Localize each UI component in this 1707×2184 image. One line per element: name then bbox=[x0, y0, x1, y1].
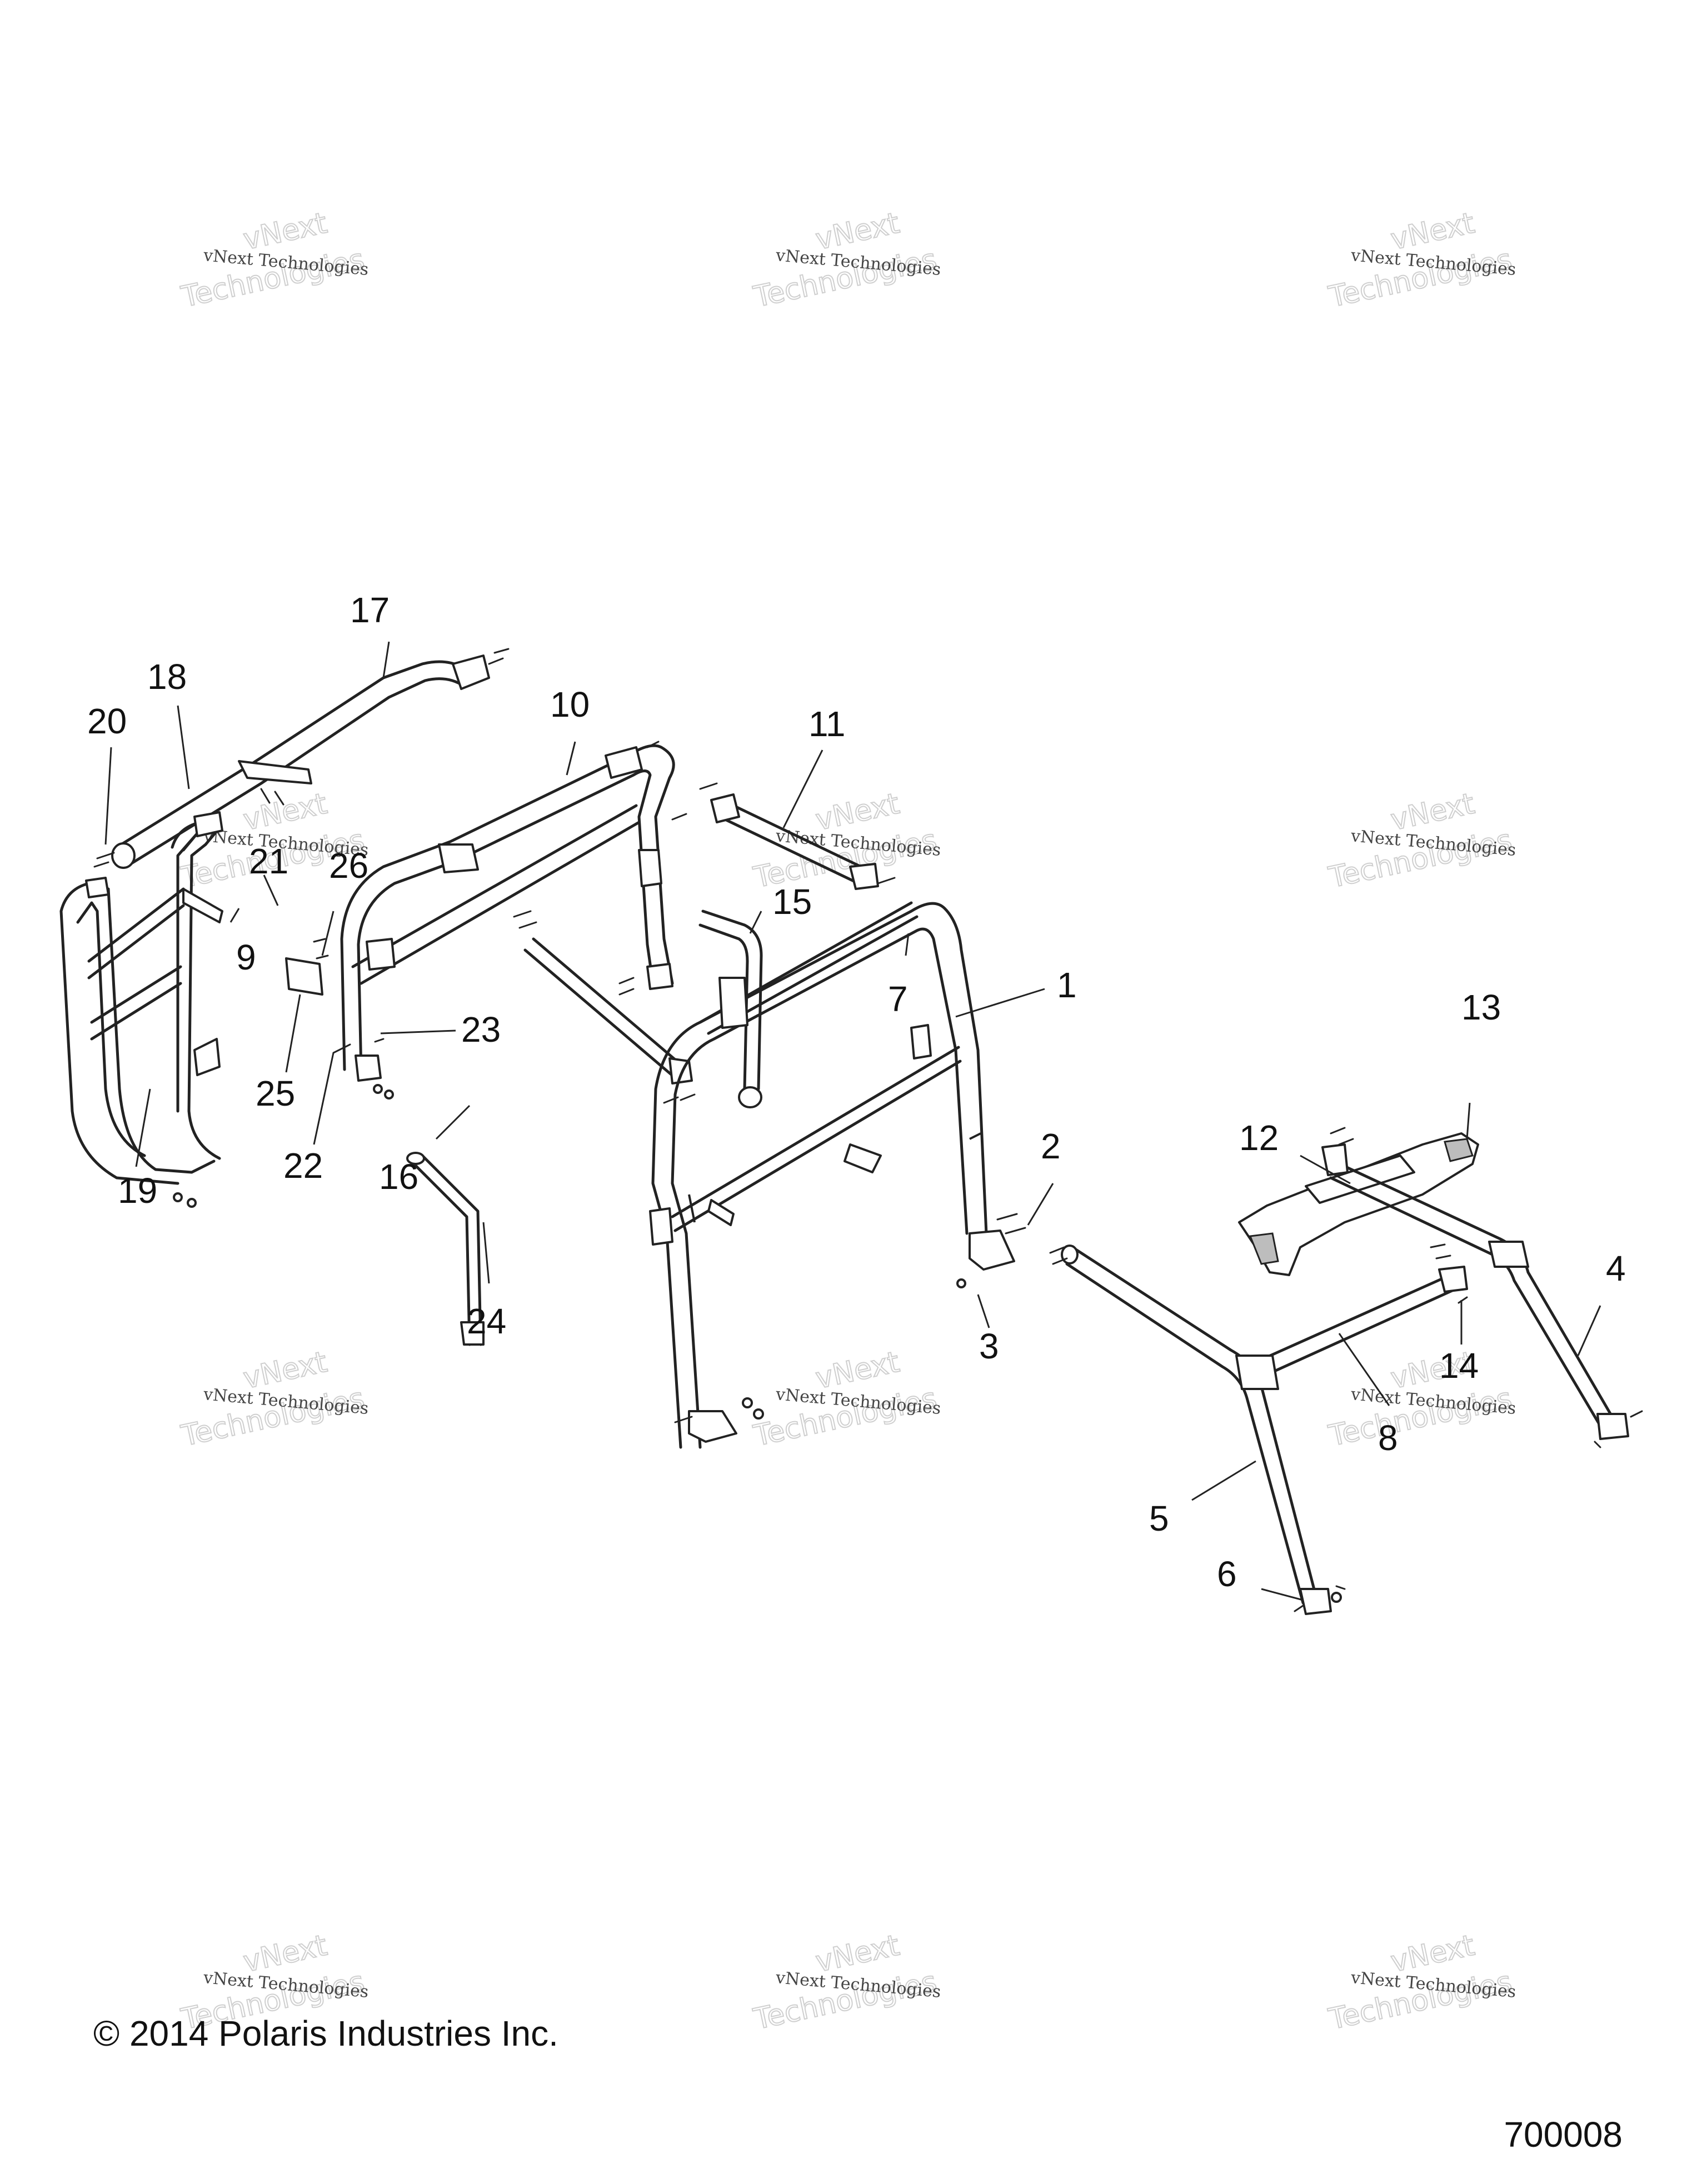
part-5-front-pillar bbox=[1049, 1245, 1346, 1615]
callout-10: 10 bbox=[550, 684, 590, 724]
callout-20: 20 bbox=[87, 701, 127, 741]
watermark-vnext: vNext bbox=[241, 1346, 330, 1396]
watermark-vnext: vNext bbox=[241, 207, 330, 257]
callout-16: 16 bbox=[379, 1157, 418, 1197]
callout-11: 11 bbox=[808, 704, 845, 744]
callout-26: 26 bbox=[329, 846, 368, 886]
callout-9: 9 bbox=[236, 937, 256, 977]
callout-21: 21 bbox=[249, 841, 288, 881]
callout-5: 5 bbox=[1149, 1498, 1169, 1538]
callout-22: 22 bbox=[283, 1146, 323, 1186]
callout-14: 14 bbox=[1439, 1346, 1479, 1386]
part-1-front-roll-cage bbox=[649, 901, 1026, 1449]
callout-labels: 1 2 3 4 5 6 7 8 9 10 11 12 13 14 15 16 1… bbox=[87, 590, 1626, 1594]
leader-lines bbox=[104, 641, 1601, 1601]
callout-4: 4 bbox=[1606, 1248, 1626, 1288]
watermark-vnext: vNext bbox=[813, 787, 902, 837]
callout-13: 13 bbox=[1461, 987, 1501, 1027]
part-17-upper-rear-bar bbox=[93, 648, 510, 869]
part-25-plate bbox=[285, 938, 385, 1054]
callout-2: 2 bbox=[1041, 1126, 1061, 1166]
watermark-vnext: vNext bbox=[813, 1929, 902, 1979]
part-10-rear-hoop bbox=[340, 741, 687, 1100]
callout-18: 18 bbox=[147, 657, 187, 697]
watermark-vnext: vNext bbox=[813, 207, 902, 257]
callout-7: 7 bbox=[888, 979, 908, 1019]
diagonal-brace bbox=[513, 910, 696, 1104]
callout-15: 15 bbox=[772, 882, 812, 922]
callout-25: 25 bbox=[256, 1073, 295, 1113]
callout-3: 3 bbox=[979, 1326, 999, 1366]
watermark-vnext: vNext bbox=[1388, 207, 1478, 257]
watermark-vnext: vNext bbox=[813, 1346, 902, 1396]
callout-6: 6 bbox=[1217, 1554, 1237, 1594]
watermark-vnext: vNext bbox=[1388, 1929, 1478, 1979]
watermark-vnext: vNext bbox=[241, 787, 330, 837]
part-15-side-hoop bbox=[698, 909, 763, 1108]
watermark-vnext: vNext bbox=[241, 1929, 330, 1979]
callout-19: 19 bbox=[118, 1171, 157, 1211]
callout-12: 12 bbox=[1239, 1118, 1279, 1158]
callout-23: 23 bbox=[461, 1009, 501, 1049]
watermark-vnext: vNext bbox=[1388, 787, 1478, 837]
part-19-rear-side-frame bbox=[59, 811, 223, 1208]
drawing-number: 700008 bbox=[1504, 2115, 1623, 2155]
callout-1: 1 bbox=[1057, 965, 1077, 1005]
callout-24: 24 bbox=[467, 1301, 506, 1341]
part-12-dash-panel bbox=[1238, 1132, 1479, 1276]
callout-17: 17 bbox=[350, 590, 390, 630]
part-8-front-crossbar bbox=[1235, 1243, 1468, 1390]
part-16-support bbox=[406, 1152, 485, 1346]
copyright-notice: © 2014 Polaris Industries Inc. bbox=[93, 2013, 558, 2053]
callout-8: 8 bbox=[1378, 1418, 1398, 1458]
part-11-upper-brace bbox=[699, 782, 896, 890]
part-4-front-pillar-right bbox=[1321, 1127, 1643, 1448]
